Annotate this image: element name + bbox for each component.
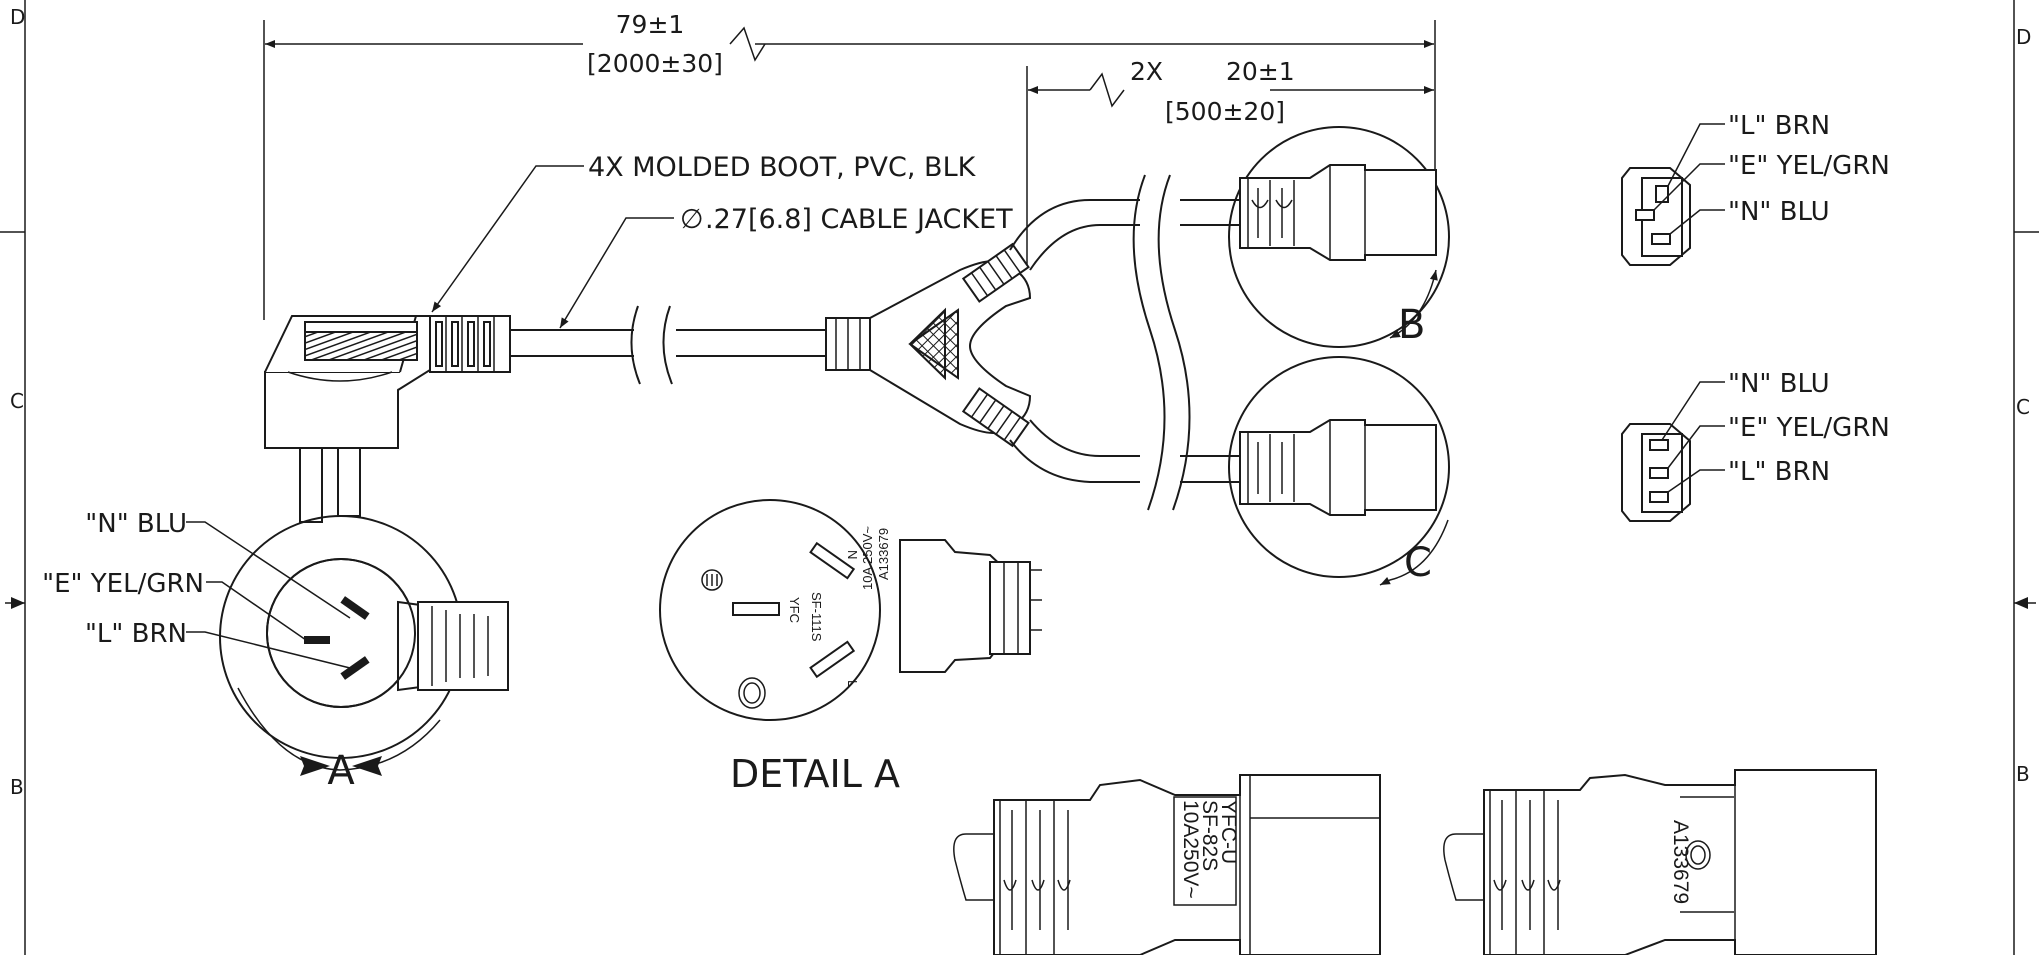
y-splitter: [825, 242, 1032, 448]
wiring-b-e-label: "E" YEL/GRN: [1728, 151, 1890, 181]
jacket-callout: ∅ .27[6.8] CABLE JACKET: [559, 204, 1013, 329]
jacket-callout-label: .27[6.8] CABLE JACKET: [705, 204, 1013, 235]
detail-a-pin-l: L: [845, 680, 860, 687]
connector-1-rating: 10A250V~: [1179, 800, 1202, 899]
connector-1-brand: YFC-U: [1217, 800, 1240, 864]
detail-a: YFC SF-111S 10A 250V~ A133679 N L DETAIL…: [659, 499, 1042, 796]
wiring-c-l-label: "L" BRN: [1728, 457, 1830, 487]
wiring-diagram-c: "N" BLU "E" YEL/GRN "L" BRN: [1621, 369, 1890, 522]
detail-a-brand: YFC: [787, 597, 802, 623]
wiring-b-n-label: "N" BLU: [1728, 197, 1830, 227]
view-c: C: [1228, 356, 1450, 586]
zone-left-d: D: [10, 5, 25, 29]
branch-length-dimension: 2X 20±1 [500±20]: [1026, 57, 1434, 265]
main-plug-strain-relief: [429, 315, 511, 373]
connector-1-side-view: YFC-U SF-82S 10A250V~: [953, 774, 1381, 955]
branch-length-value: 20±1: [1226, 57, 1295, 86]
wiring-b-l-label: "L" BRN: [1728, 111, 1830, 141]
jacket-diameter-symbol: ∅: [680, 204, 704, 235]
zone-right-b: B: [2016, 762, 2030, 786]
connector-1-model: SF-82S: [1198, 800, 1221, 871]
overall-length-dimension: 79±1 [2000±30]: [263, 10, 1436, 320]
zone-left-b: B: [10, 775, 24, 799]
wiring-a-l-label: "L" BRN: [85, 619, 187, 649]
detail-a-cert: A133679: [876, 528, 891, 580]
detail-a-pin-n: N: [845, 550, 860, 559]
wiring-c-n-label: "N" BLU: [1728, 369, 1830, 399]
detail-a-rating: 10A 250V~: [860, 526, 875, 590]
zone-right-c: C: [2016, 395, 2030, 419]
view-a: A "N" BLU "E" YEL/GRN "L" BRN: [42, 509, 509, 794]
connector-2-cert: A133679: [1669, 820, 1692, 904]
wiring-a-e-label: "E" YEL/GRN: [42, 569, 204, 599]
zone-right-d: D: [2016, 25, 2031, 49]
boot-callout: 4X MOLDED BOOT, PVC, BLK: [431, 152, 977, 313]
branch-qty: 2X: [1130, 57, 1163, 86]
zone-left-c: C: [10, 389, 24, 413]
boot-callout-label: 4X MOLDED BOOT, PVC, BLK: [588, 152, 977, 183]
wiring-diagram-b: "L" BRN "E" YEL/GRN "N" BLU: [1621, 111, 1890, 266]
detail-a-model: SF-111S: [809, 592, 824, 642]
wiring-a-n-label: "N" BLU: [85, 509, 187, 539]
overall-length-value: 79±1: [616, 10, 685, 39]
connector-2-side-view: A133679: [1443, 769, 1877, 955]
overall-length-mm: [2000±30]: [587, 49, 723, 78]
branch-length-mm: [500±20]: [1165, 97, 1285, 126]
main-plug: [264, 315, 511, 523]
view-b-letter: B: [1398, 302, 1425, 348]
view-b: B: [1228, 126, 1450, 348]
wiring-c-e-label: "E" YEL/GRN: [1728, 413, 1890, 443]
view-c-letter: C: [1404, 540, 1432, 586]
view-a-letter: A: [327, 748, 355, 794]
branch-cables: [1009, 174, 1240, 511]
main-cable: [510, 305, 826, 385]
detail-a-title: DETAIL A: [730, 752, 900, 796]
